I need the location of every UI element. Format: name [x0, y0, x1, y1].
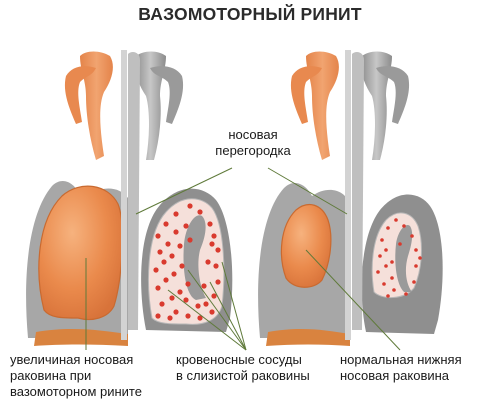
vessel-dot [187, 237, 193, 243]
vessel-dot [155, 313, 161, 319]
label-line: увеличиная носовая [10, 352, 134, 367]
vessel-dot [171, 271, 177, 277]
vessel-dot [161, 259, 167, 265]
right-vessel-dots [376, 218, 422, 298]
vessel-dot [414, 264, 418, 268]
right-ethmoid [290, 50, 410, 340]
vessel-dot [185, 281, 191, 287]
leader-septum-left [135, 167, 233, 215]
vessel-dot [392, 288, 396, 292]
vessel-dot [187, 203, 193, 209]
vessel-dot [157, 249, 163, 255]
leader-vessels-4 [221, 261, 247, 351]
label-blood-vessels: кровеносные сосуды в слизистой раковины [176, 352, 326, 384]
vessel-dot [185, 313, 191, 319]
left-floor [34, 328, 128, 346]
vessel-dot [394, 218, 398, 222]
right-bone-stalk [395, 224, 413, 292]
vessel-dot [418, 256, 422, 260]
vessel-dot [215, 279, 221, 285]
vessel-dot [211, 293, 217, 299]
vessel-dot [159, 301, 165, 307]
label-line: раковина при [10, 368, 92, 383]
vessel-dot [402, 224, 406, 228]
vessel-dot [153, 267, 159, 273]
leader-vessels-3 [209, 281, 247, 351]
vessel-dot [173, 229, 179, 235]
vessel-dot [213, 263, 219, 269]
vessel-dot [209, 309, 215, 315]
diagram-title: ВАЗОМОТОРНЫЙ РИНИТ [138, 4, 362, 24]
right-normal-turbinate [280, 203, 332, 288]
vessel-dot [390, 276, 394, 280]
vessel-dot [195, 303, 201, 309]
vessel-dot [207, 221, 213, 227]
left-bone-stalk [183, 215, 206, 300]
vessel-dot [173, 211, 179, 217]
vessel-dot [384, 264, 388, 268]
vessel-dot [201, 283, 207, 289]
vessel-dot [163, 277, 169, 283]
vessel-dot [412, 280, 416, 284]
vessel-dot [177, 243, 183, 249]
label-line: кровеносные сосуды [176, 352, 302, 367]
vessel-dot [404, 292, 408, 296]
vessel-dot [165, 241, 171, 247]
label-normal-turbinate: нормальная нижняя носовая раковина [340, 352, 490, 384]
vessel-dot [183, 297, 189, 303]
vessel-dot [197, 315, 203, 321]
right-cross-section [258, 182, 443, 346]
vessel-dot [155, 233, 161, 239]
vessel-dot [173, 309, 179, 315]
label-enlarged-turbinate: увеличиная носовая раковина при вазомото… [10, 352, 160, 400]
vessel-dot [205, 259, 211, 265]
vessel-dot [169, 295, 175, 301]
vessel-dot [177, 289, 183, 295]
vessel-dot [378, 254, 382, 258]
vessel-dot [209, 241, 215, 247]
leader-lines [85, 167, 401, 351]
vessel-dot [384, 248, 388, 252]
leader-vessels-2 [187, 269, 247, 351]
leader-vessels-1 [167, 289, 247, 351]
vessel-dot [376, 270, 380, 274]
vessel-dot [169, 253, 175, 259]
label-line: перегородка [215, 143, 291, 158]
vessel-dot [163, 221, 169, 227]
vessel-dot [167, 315, 173, 321]
vessel-dot [183, 223, 189, 229]
leader-septum-right [267, 167, 348, 215]
vessel-dot [386, 294, 390, 298]
label-line: вазомоторном рините [10, 384, 142, 399]
vessel-dot [410, 234, 414, 238]
left-vessel-dots [153, 203, 221, 321]
label-line: в слизистой раковины [176, 368, 310, 383]
label-line: носовая раковина [340, 368, 450, 383]
vessel-dot [203, 301, 209, 307]
leader-normal [305, 249, 401, 351]
vessel-dot [398, 242, 402, 246]
vessel-dot [386, 226, 390, 230]
vessel-dot [380, 238, 384, 242]
label-line: носовая [228, 127, 278, 142]
vessel-dot [382, 282, 386, 286]
vessel-dot [197, 209, 203, 215]
label-nasal-septum: носовая перегородка [205, 127, 301, 159]
vessel-dot [390, 260, 394, 264]
vessel-dot [179, 263, 185, 269]
vessel-dot [215, 247, 221, 253]
label-line: нормальная нижняя [340, 352, 462, 367]
right-floor [266, 328, 350, 346]
vessel-dot [155, 285, 161, 291]
vessel-dot [414, 248, 418, 252]
left-ethmoid [64, 50, 184, 340]
vessel-dot [211, 233, 217, 239]
